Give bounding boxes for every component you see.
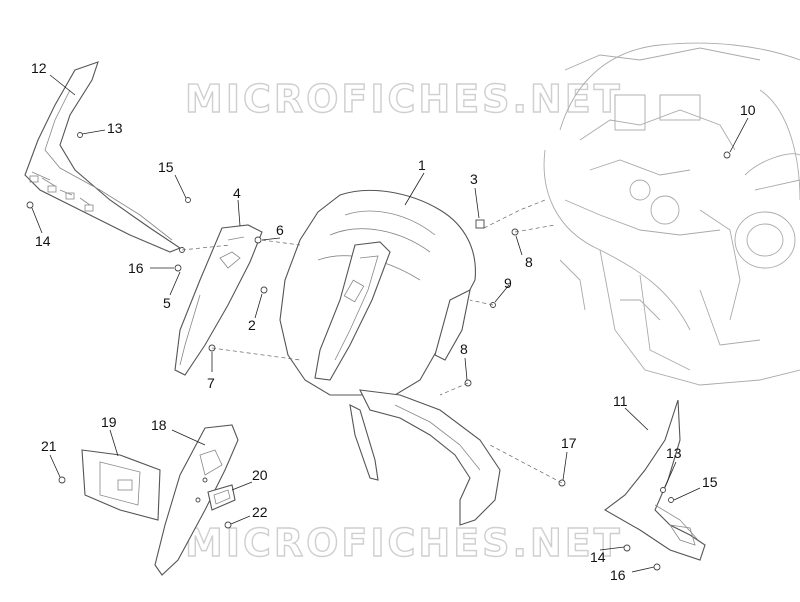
callout-15-left: 15 [158,159,174,175]
part-4-left-trim [174,224,263,376]
callout-13-left: 13 [107,120,123,136]
part-19-bracket-plate [81,449,161,521]
part-12-left-side-panel [24,61,182,253]
callout-16-left: 16 [128,260,144,276]
watermark-bottom: MICROFICHES.NET [185,521,623,565]
callout-5: 5 [163,295,171,311]
callout-6: 6 [276,222,284,238]
callout-20: 20 [252,467,268,483]
part-18-lower-trim [154,424,239,576]
callout-19: 19 [101,414,117,430]
callout-7: 7 [207,375,215,391]
scooter-body-outline [543,42,800,386]
callout-17: 17 [561,435,577,451]
callout-14-left: 14 [35,233,51,249]
callout-4: 4 [233,185,241,201]
callout-8-upper: 8 [525,254,533,270]
callout-16-right: 16 [610,567,626,583]
callout-11: 11 [613,393,628,409]
callout-8-lower: 8 [460,341,468,357]
leader-lines [31,74,749,573]
callout-1: 1 [418,157,426,173]
callout-15-right: 15 [702,474,718,490]
callout-18: 18 [151,417,167,433]
callout-2: 2 [248,317,256,333]
assembly-dashed-lines [129,199,563,484]
watermark-top: MICROFICHES.NET [185,77,623,121]
callout-12: 12 [31,60,47,76]
callout-10: 10 [740,102,756,118]
callout-21: 21 [41,438,57,454]
callout-9: 9 [504,275,512,291]
part-20-small-plate [207,484,236,511]
callout-3: 3 [470,171,478,187]
part-1-front-shield [279,189,501,526]
callout-14-right: 14 [590,549,606,565]
callout-labels: 1 2 3 4 5 6 7 8 8 9 10 11 12 13 13 14 14… [31,60,756,583]
callout-13-right: 13 [666,445,682,461]
callout-22: 22 [252,504,268,520]
